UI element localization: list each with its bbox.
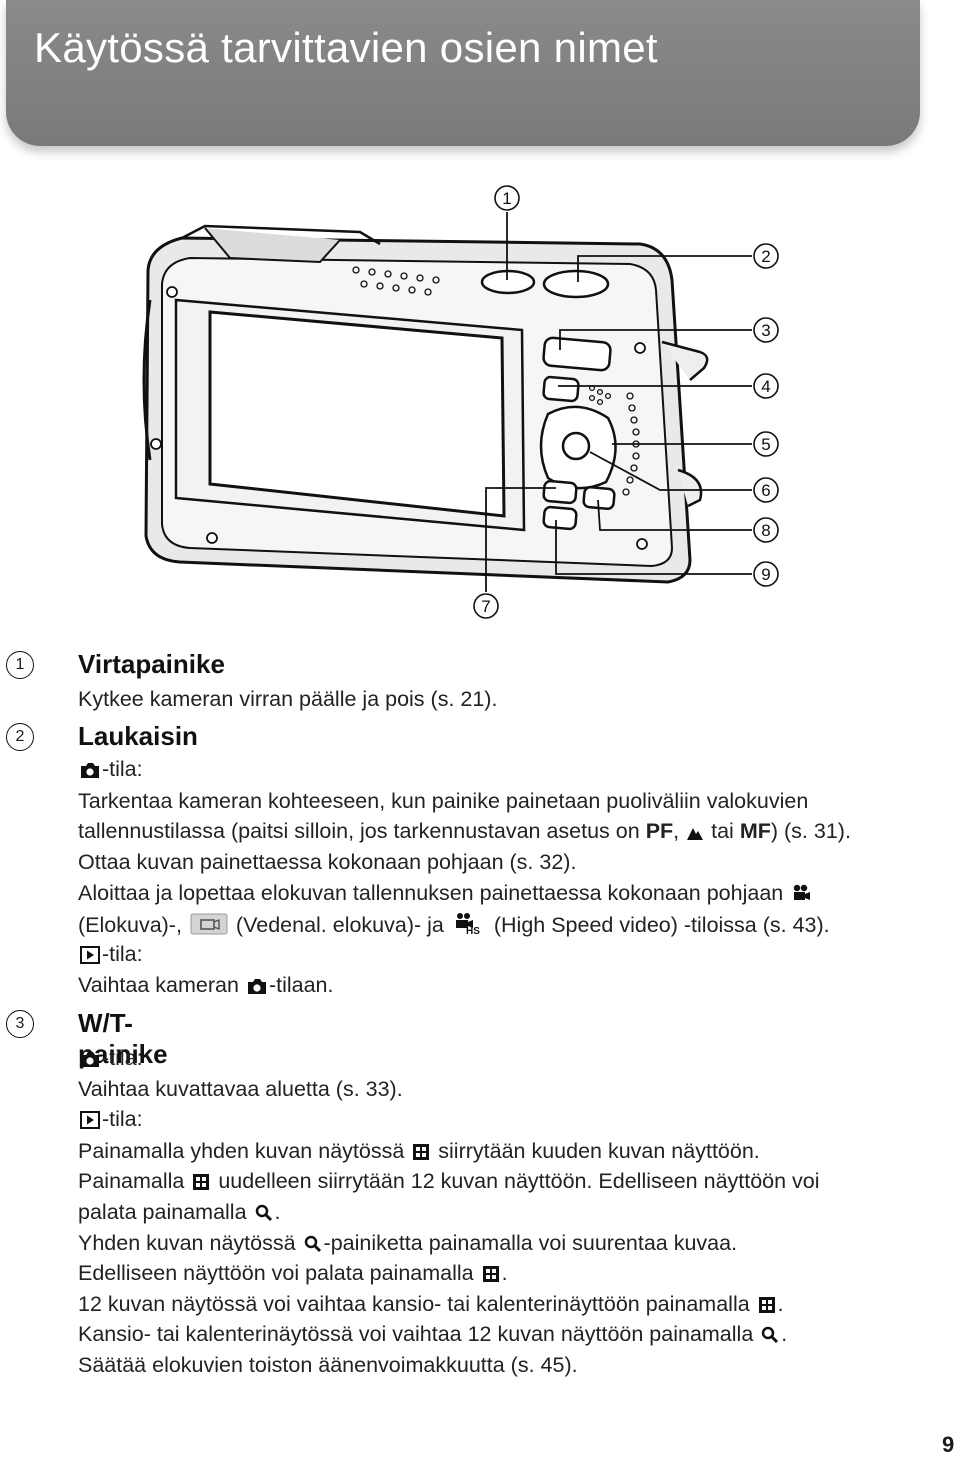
item-text: tallennustilassa (paitsi silloin, jos ta… [78,819,851,847]
callout-3: 3 [753,317,779,343]
item-text: Aloittaa ja lopettaa elokuvan tallennuks… [78,881,813,909]
underwater-movie-icon [190,913,228,941]
magnifier-icon [255,1203,273,1228]
item-text: Painamalla yhden kuvan näytössä siirrytä… [78,1139,760,1167]
green-button-shape [542,479,578,505]
svg-text:4: 4 [761,377,770,396]
item-number-1: 1 [6,651,34,679]
callout-7: 7 [473,593,499,619]
item-number-3: 3 [6,1010,34,1038]
svg-text:5: 5 [761,435,770,454]
callout-1: 1 [494,185,520,211]
record-mode-label: -tila: [78,1046,143,1074]
playback-mode-label: -tila: [78,942,143,970]
mountain-icon [687,822,704,847]
item-text: Säätää elokuvien toiston äänenvoimakkuut… [78,1353,578,1377]
page-header: Käytössä tarvittavien osien nimet [6,0,920,146]
thumbnail-grid-icon [482,1264,500,1289]
callout-9: 9 [753,561,779,587]
callouts: 1 2 3 4 5 6 7 8 9 [473,185,779,619]
item-text: Yhden kuvan näytössä -painiketta painama… [78,1231,737,1259]
wt-button-shape [542,336,612,372]
callout-5: 5 [753,431,779,457]
callout-6: 6 [753,477,779,503]
magnifier-icon [761,1325,779,1350]
playback-mode-label: -tila: [78,1107,143,1135]
svg-text:8: 8 [761,521,770,540]
pf-focus-symbol: PF [645,819,674,843]
page-number: 9 [942,1432,955,1457]
shutter-button-shape [542,269,610,299]
svg-text:3: 3 [761,321,770,340]
item-text: 12 kuvan näytössä voi vaihtaa kansio- ta… [78,1292,784,1320]
thumbnail-grid-icon [412,1142,430,1167]
ok-button-shape [561,431,591,461]
item-text: (Elokuva)-, (Vedenal. elokuva)- ja HS (H… [78,911,830,941]
item-text: Kansio- tai kalenterinäytössä voi vaihta… [78,1322,787,1350]
item-text: Ottaa kuvan painettaessa kokonaan pohjaa… [78,850,577,874]
lcd-screen [174,298,526,532]
item-text: Vaihtaa kameran -tilaan. [78,973,333,1001]
svg-text:7: 7 [481,597,490,616]
svg-text:HS: HS [466,926,480,935]
item-number-2: 2 [6,723,34,751]
item-title-shutter-button: Laukaisin [78,721,198,751]
magnifier-icon [304,1234,322,1259]
record-mode-label: -tila: [78,757,143,785]
thumbnail-grid-icon [192,1172,210,1197]
callout-2: 2 [753,243,779,269]
item-text: Tarkentaa kameran kohteeseen, kun painik… [78,789,809,813]
item-text: Kytkee kameran virran päälle ja pois (s.… [78,687,498,711]
playback-icon [80,1110,100,1135]
play-button-shape [542,375,580,403]
svg-text:1: 1 [502,189,511,208]
camera-diagram: 1 2 3 4 5 6 7 8 9 [142,185,779,619]
svg-text:6: 6 [761,481,770,500]
camera-icon [80,1049,100,1074]
item-title-wt-button: W/T-painike [78,1008,168,1069]
item-text: Vaihtaa kuvattavaa aluetta (s. 33). [78,1077,403,1101]
movie-camera-icon [791,883,811,909]
svg-text:2: 2 [761,247,770,266]
item-text: Painamalla uudelleen siirrytään 12 kuvan… [78,1169,820,1197]
mf-focus-symbol: MF [739,819,771,843]
delete-button-shape [542,505,578,531]
power-button-shape [480,269,536,295]
callout-8: 8 [753,517,779,543]
item-text: Edelliseen näyttöön voi palata painamall… [78,1261,508,1289]
camera-icon [247,976,267,1001]
item-text: palata painamalla . [78,1200,281,1228]
high-speed-movie-icon: HS [452,911,486,941]
svg-text:9: 9 [761,565,770,584]
item-title-power-button: Virtapainike [78,649,225,679]
thumbnail-grid-icon [758,1295,776,1320]
callout-4: 4 [753,373,779,399]
page-title: Käytössä tarvittavien osien nimet [34,24,658,71]
playback-icon [80,945,100,970]
leader-lines [485,212,752,592]
camera-icon [80,760,100,785]
